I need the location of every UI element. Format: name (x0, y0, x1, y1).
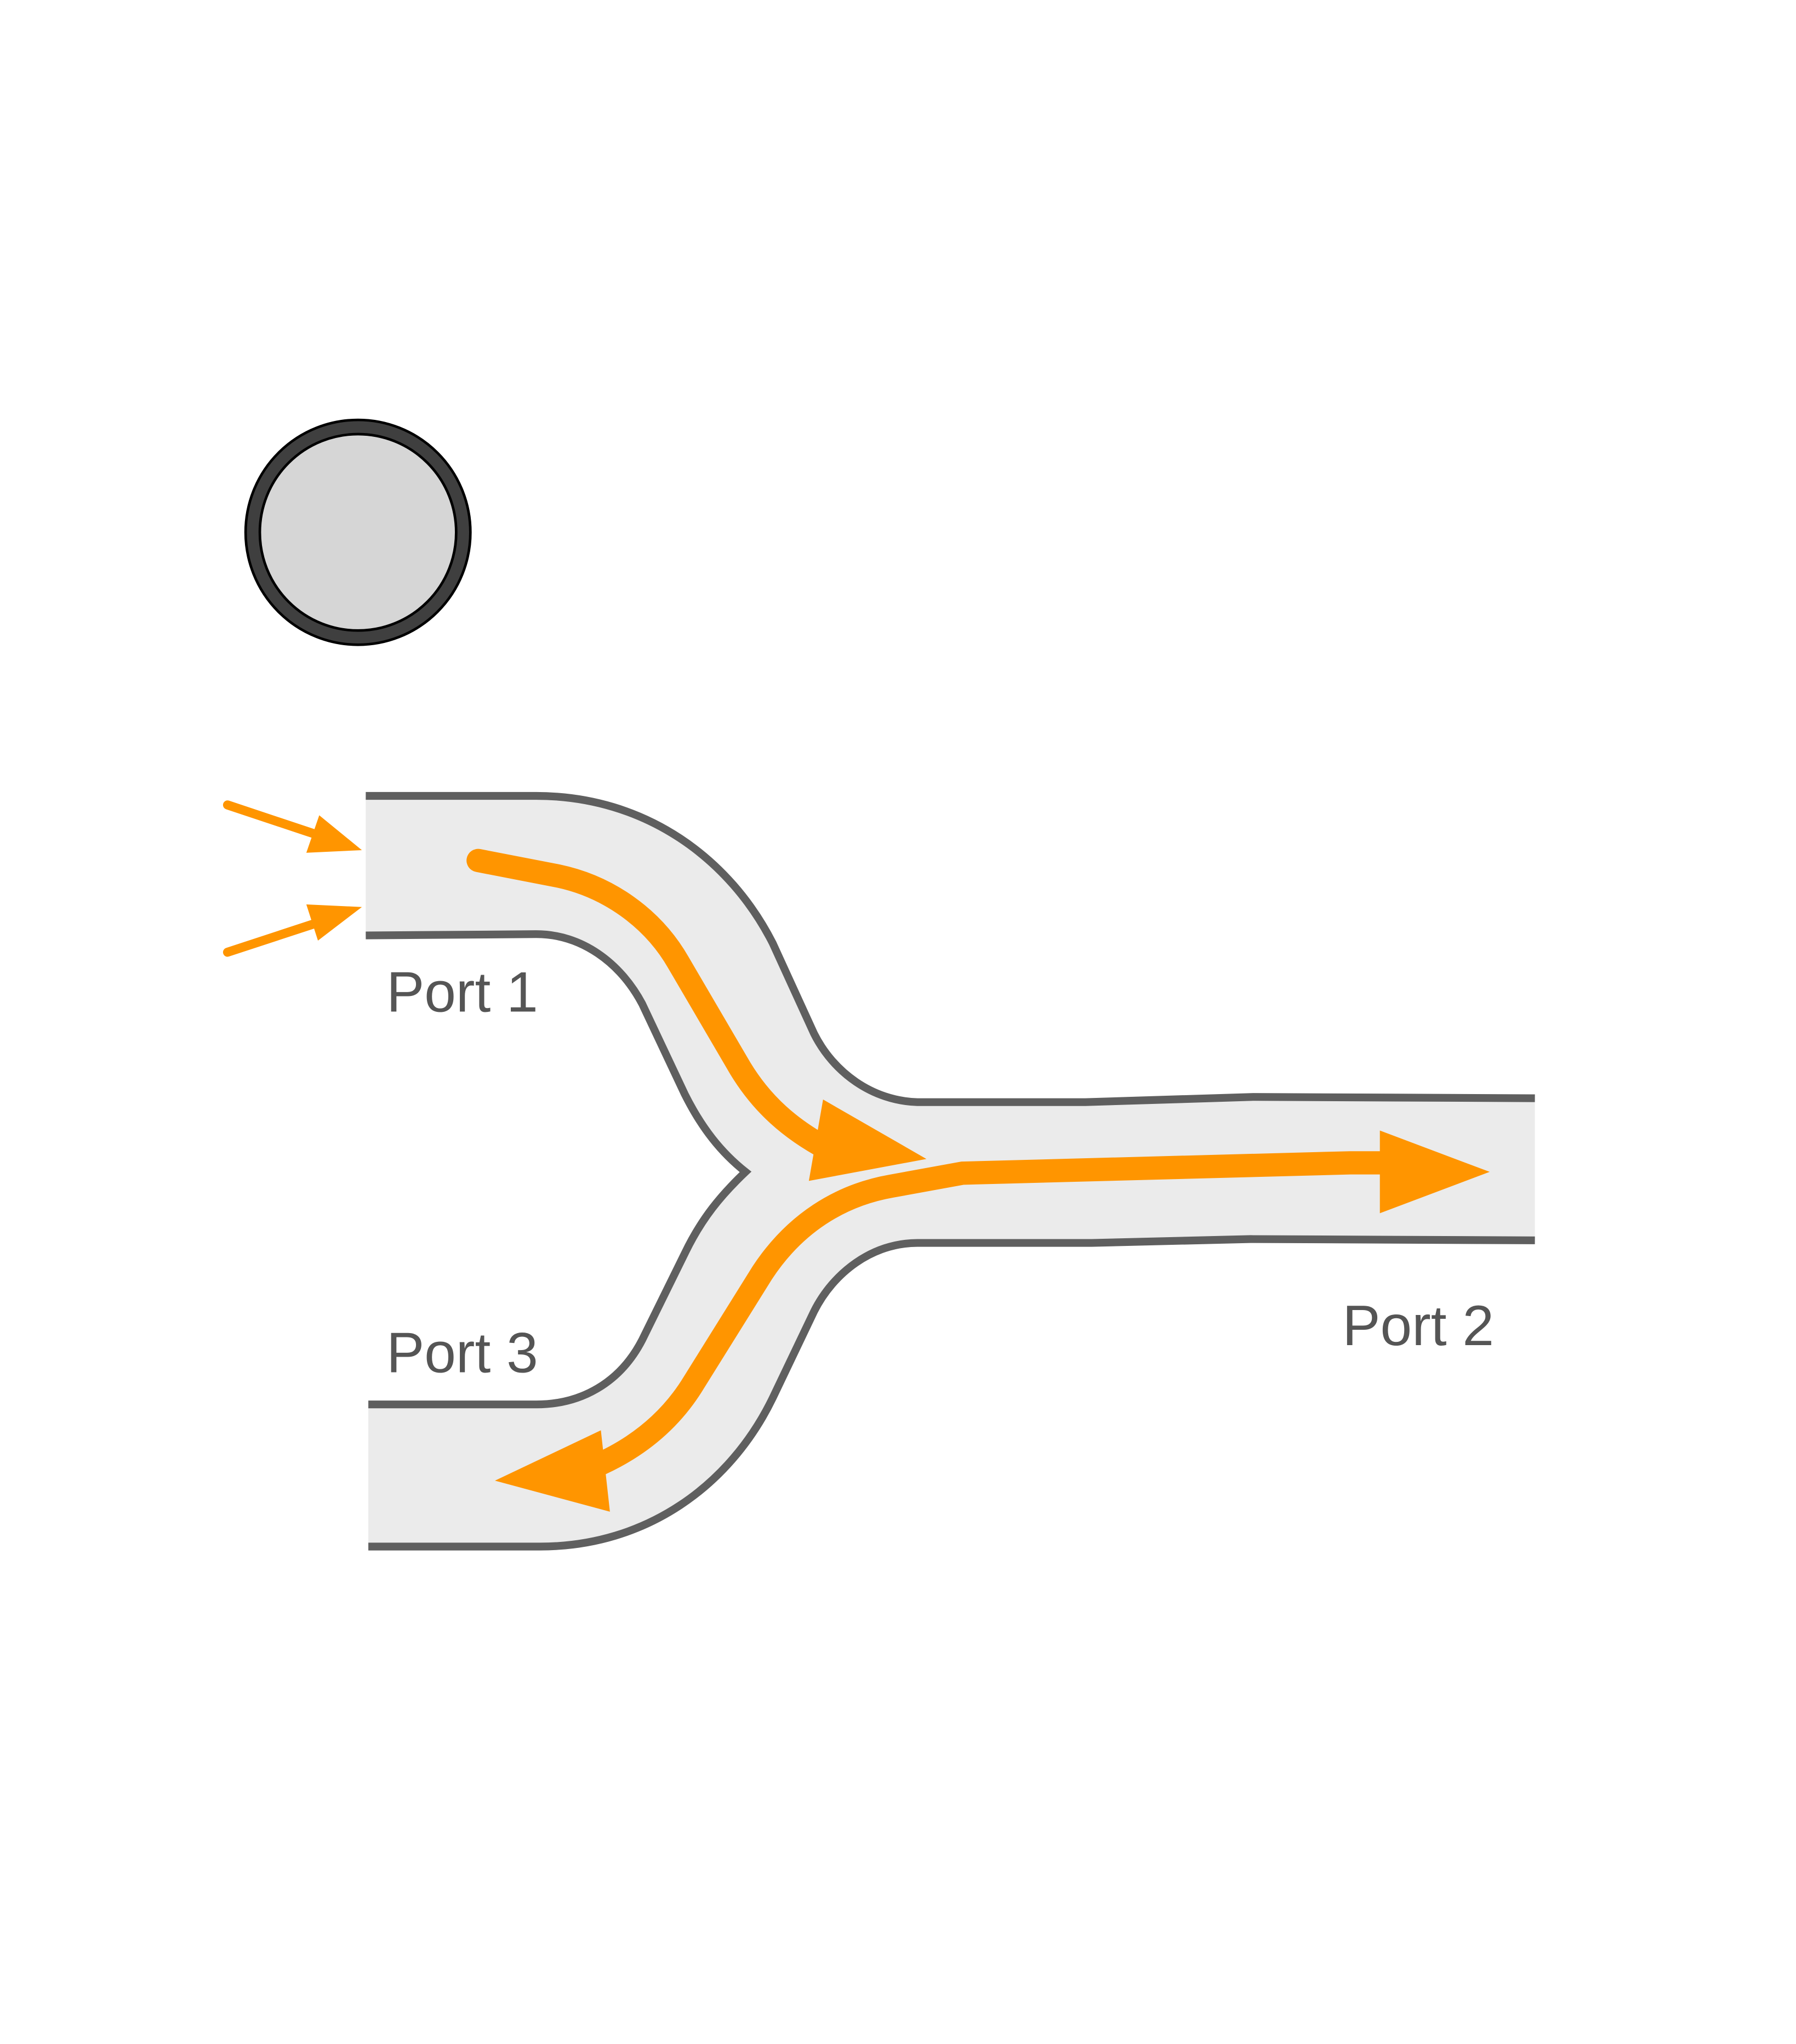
arrowhead-port3 (495, 1430, 610, 1512)
arrowhead-junction (808, 1099, 927, 1181)
flow-path-port1-to-junction (466, 849, 839, 1160)
incident-arrow-2-head (306, 904, 362, 941)
port-1-label: Port 1 (386, 960, 538, 1024)
port-3-label: Port 3 (386, 1320, 538, 1384)
particle-circle (244, 418, 472, 646)
flow-path-port3-to-port2 (590, 1151, 1386, 1477)
waveguide-outline (366, 792, 1535, 1551)
waveguide-top-edge (366, 792, 1535, 1106)
incident-arrow-1-head (306, 815, 362, 853)
flow-arrows (223, 800, 1490, 1512)
incident-arrow-1-shaft (223, 800, 317, 838)
waveguide-bottom-edge (368, 1235, 1535, 1551)
waveguide-inner-edge (366, 930, 752, 1409)
incident-arrow-2-shaft (223, 919, 319, 957)
arrowhead-port2 (1379, 1130, 1490, 1214)
port-2-label: Port 2 (1342, 1294, 1494, 1357)
